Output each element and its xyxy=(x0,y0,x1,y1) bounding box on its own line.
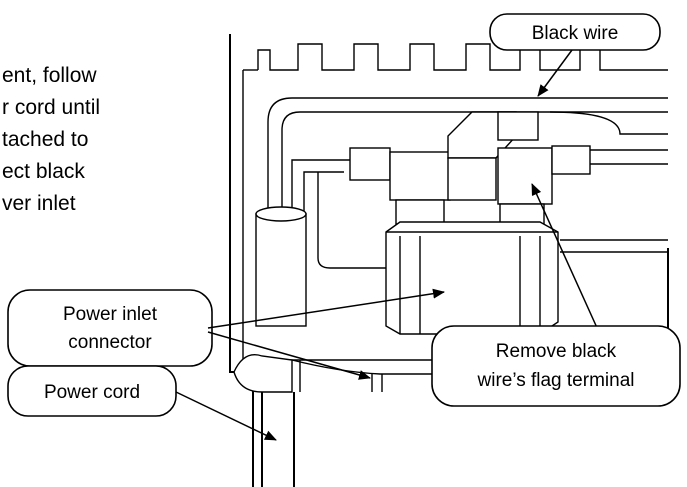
callout-remove-terminal-label-2: wire’s flag terminal xyxy=(477,370,635,391)
callout-power-inlet: Power inlet connector xyxy=(7,288,445,380)
callout-power-cord: Power cord xyxy=(7,365,277,441)
black-wire-inner xyxy=(281,111,668,212)
callout-remove-terminal-arrow xyxy=(531,183,599,331)
callout-black-wire-arrow xyxy=(537,49,573,97)
callout-black-wire-label: Black wire xyxy=(532,23,619,44)
harness-low-wire xyxy=(317,172,388,269)
black-wire xyxy=(267,97,668,212)
callout-remove-terminal: Remove black wire’s flag terminal xyxy=(431,183,681,407)
instruction-line-1: ent, follow xyxy=(2,64,97,87)
power-inlet-connector xyxy=(385,221,559,335)
heat-sink-fins xyxy=(257,43,668,71)
callout-power-cord-label: Power cord xyxy=(44,382,140,403)
callout-power-cord-arrow xyxy=(175,391,277,441)
black-wire-right-run xyxy=(549,111,668,135)
cylinder-component xyxy=(255,206,307,327)
callout-remove-terminal-label-1: Remove black xyxy=(496,341,617,362)
callout-power-inlet-arrow-1 xyxy=(207,288,445,329)
callout-power-inlet-label-2: connector xyxy=(68,332,152,353)
callout-power-inlet-arrow-2 xyxy=(207,331,371,380)
instruction-line-3: tached to xyxy=(2,128,88,151)
instruction-line-4: ect black xyxy=(2,160,85,183)
harness-wire xyxy=(291,159,352,212)
harness-right-wire xyxy=(560,239,668,253)
instruction-line-5: ver inlet xyxy=(2,192,76,215)
callout-black-wire: Black wire xyxy=(489,13,661,97)
device-drawing xyxy=(229,34,669,487)
instruction-text: ent, follow r cord until tached to ect b… xyxy=(2,64,100,215)
terminal-blocks xyxy=(349,111,591,225)
power-cord xyxy=(261,392,295,487)
callout-power-inlet-label-1: Power inlet xyxy=(63,304,158,325)
instruction-line-2: r cord until xyxy=(2,96,100,119)
harness-right-top xyxy=(590,149,668,165)
